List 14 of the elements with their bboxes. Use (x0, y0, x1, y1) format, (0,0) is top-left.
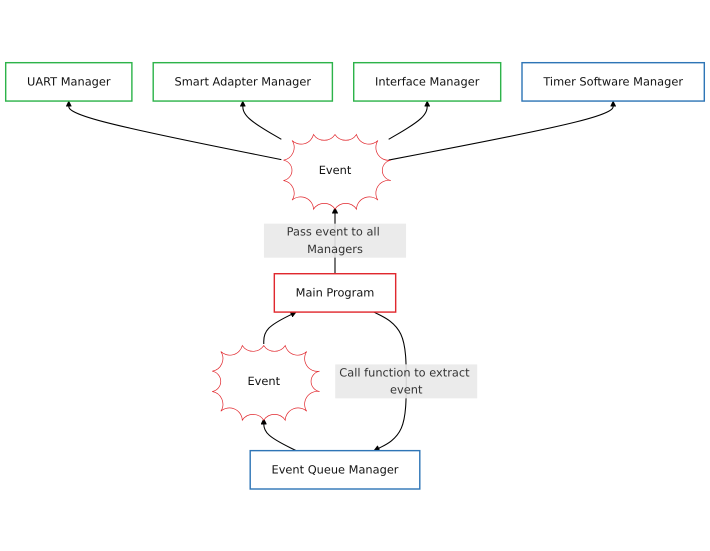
arrow (66, 100, 282, 160)
node-box: Timer Software Manager (521, 62, 706, 102)
edge-label: Call function to extract event (339, 365, 470, 396)
arrow (263, 311, 296, 344)
arrow (388, 100, 616, 160)
node-box: Event Queue Manager (249, 450, 420, 490)
arrow (240, 100, 282, 140)
arrow (260, 418, 296, 451)
node-box: Smart Adapter Manager (152, 62, 334, 102)
arrow (388, 100, 430, 140)
node-box: UART Manager (4, 62, 133, 102)
node-box: Main Program (274, 272, 396, 312)
node-box: Interface Manager (353, 62, 502, 102)
edge-label: Pass event to all Managers (286, 224, 380, 256)
